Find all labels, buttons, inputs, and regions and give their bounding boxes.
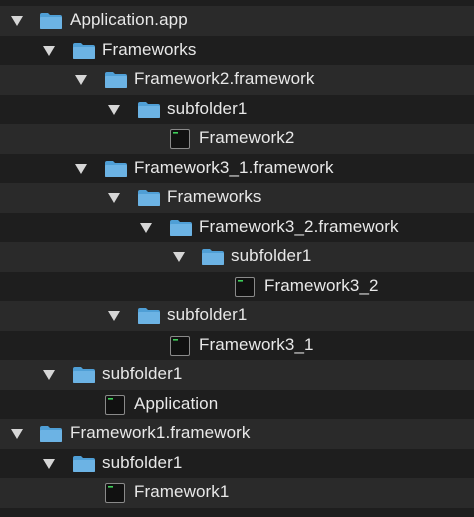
tree-row-framework3-2-binary[interactable]: Framework3_2 bbox=[0, 271, 474, 301]
folder-icon bbox=[138, 190, 160, 206]
tree-row-framework2-framework[interactable]: Framework2.framework bbox=[0, 65, 474, 95]
disclosure-triangle-expanded-icon[interactable] bbox=[173, 252, 185, 262]
tree-row-framework2-binary[interactable]: Framework2 bbox=[0, 124, 474, 154]
folder-icon bbox=[73, 42, 95, 59]
executable-icon bbox=[170, 129, 190, 149]
tree-row-label: subfolder1 bbox=[102, 452, 183, 472]
disclosure-triangle-expanded-icon[interactable] bbox=[11, 429, 23, 439]
tree-row-label: subfolder1 bbox=[231, 246, 312, 265]
executable-icon bbox=[170, 335, 190, 356]
folder-icon bbox=[138, 101, 160, 118]
tree-row-framework3-1-binary[interactable]: Framework3_1 bbox=[0, 330, 474, 360]
tree-row-frameworks[interactable]: Frameworks bbox=[0, 35, 474, 65]
tree-row-frameworks-nested[interactable]: Frameworks bbox=[0, 183, 474, 213]
disclosure-triangle-expanded-icon[interactable] bbox=[11, 16, 23, 26]
tree-row-label: Framework3_1 bbox=[199, 334, 314, 354]
tree-row-label: Framework2 bbox=[199, 128, 295, 147]
tree-row-framework3-2-framework[interactable]: Framework3_2.framework bbox=[0, 212, 474, 242]
folder-icon bbox=[170, 219, 192, 236]
folder-icon bbox=[73, 455, 95, 472]
tree-row-label: Framework1 bbox=[134, 482, 230, 501]
disclosure-triangle-expanded-icon[interactable] bbox=[43, 458, 55, 469]
folder-icon bbox=[40, 426, 62, 442]
tree-row-application-app[interactable]: Application.app bbox=[0, 6, 474, 36]
disclosure-triangle-expanded-icon[interactable] bbox=[75, 163, 87, 174]
tree-row-framework3-1-framework[interactable]: Framework3_1.framework bbox=[0, 153, 474, 183]
tree-row-subfolder1[interactable]: subfolder1 bbox=[0, 94, 474, 124]
tree-row-framework1-binary[interactable]: Framework1 bbox=[0, 478, 474, 508]
tree-row-label: Frameworks bbox=[167, 187, 262, 206]
tree-row-subfolder1-f1[interactable]: subfolder1 bbox=[0, 448, 474, 478]
tree-row-application-binary[interactable]: Application bbox=[0, 389, 474, 419]
tree-row-framework1-framework[interactable]: Framework1.framework bbox=[0, 419, 474, 449]
disclosure-triangle-expanded-icon[interactable] bbox=[43, 370, 55, 380]
tree-row-label: Framework3_1.framework bbox=[134, 157, 334, 177]
folder-icon bbox=[202, 249, 224, 265]
folder-icon bbox=[40, 13, 62, 29]
tree-row-label: subfolder1 bbox=[167, 98, 248, 118]
disclosure-triangle-expanded-icon[interactable] bbox=[108, 104, 120, 115]
tree-row-label: Application.app bbox=[70, 10, 188, 29]
tree-row-label: Frameworks bbox=[102, 39, 197, 59]
folder-icon bbox=[105, 72, 127, 88]
disclosure-triangle-expanded-icon[interactable] bbox=[140, 222, 152, 233]
folder-icon bbox=[138, 308, 160, 324]
disclosure-triangle-expanded-icon[interactable] bbox=[108, 311, 120, 321]
executable-icon bbox=[235, 276, 255, 297]
tree-row-subfolder1-f3-1[interactable]: subfolder1 bbox=[0, 301, 474, 331]
tree-row-label: Framework3_2 bbox=[264, 275, 379, 295]
tree-row-label: subfolder1 bbox=[102, 364, 183, 383]
tree-row-label: Framework3_2.framework bbox=[199, 216, 399, 236]
executable-icon bbox=[105, 483, 125, 503]
tree-row-subfolder1-deep[interactable]: subfolder1 bbox=[0, 242, 474, 272]
disclosure-triangle-expanded-icon[interactable] bbox=[108, 193, 120, 203]
tree-row-label: subfolder1 bbox=[167, 305, 248, 324]
tree-row-label: Framework2.framework bbox=[134, 69, 315, 88]
executable-icon bbox=[105, 394, 125, 415]
folder-icon bbox=[105, 160, 127, 177]
tree-row-label: Application bbox=[134, 393, 219, 413]
tree-row-subfolder1-app[interactable]: subfolder1 bbox=[0, 360, 474, 390]
tree-row-label: Framework1.framework bbox=[70, 423, 251, 442]
folder-icon bbox=[73, 367, 95, 383]
disclosure-triangle-expanded-icon[interactable] bbox=[43, 45, 55, 56]
disclosure-triangle-expanded-icon[interactable] bbox=[75, 75, 87, 85]
